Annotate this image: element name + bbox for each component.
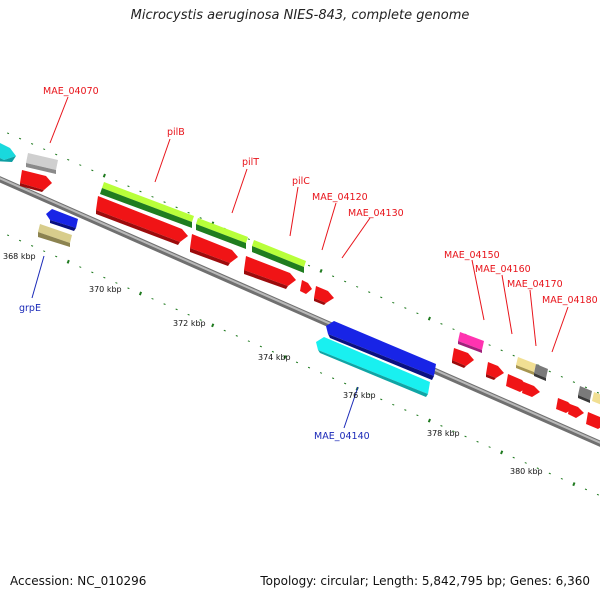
tick-label-372: 372 kbp [173,319,206,328]
gene-feature-blue-reverse[interactable] [326,321,436,380]
gene-label-mae-04180[interactable]: MAE_04180 [542,295,598,306]
gene-feature-grpE[interactable] [46,209,78,231]
gene-feature-mae-04150[interactable] [458,332,484,353]
major-tick [572,482,576,487]
gene-label-mae-04170[interactable]: MAE_04170 [507,279,563,290]
gene-features[interactable] [0,140,600,429]
gene-labels: MAE_04070 pilB pilT pilC MAE_04120 MAE_0… [19,86,598,442]
label-leaders [31,96,569,429]
gene-feature-mae-04180[interactable] [556,398,600,429]
gene-feature-mae-04120[interactable] [300,280,312,294]
major-tick [211,323,215,328]
gene-label-mae-04130[interactable]: MAE_04130 [348,208,404,219]
major-tick [283,355,287,360]
major-tick [319,268,323,273]
gene-feature-pilT-band[interactable] [196,218,248,249]
map-title: Microcystis aeruginosa NIES-843, complet… [130,8,470,23]
tick-label-374: 374 kbp [258,353,291,362]
gene-feature-mae-04160[interactable] [486,362,504,380]
gene-feature-mae-04070[interactable] [20,170,52,192]
gene-feature-pilB[interactable] [96,196,188,245]
tick-label-370: 370 kbp [89,285,122,294]
major-tick [427,418,431,423]
major-tick [102,173,106,178]
gene-label-mae-04160[interactable]: MAE_04160 [475,264,531,275]
gene-label-grpE[interactable]: grpE [19,303,41,314]
gene-feature-pilC-band[interactable] [252,240,306,273]
gene-feature-mae-04130[interactable] [314,286,334,305]
gene-feature-pilB-band[interactable] [100,182,194,228]
gene-feature-pilT[interactable] [190,234,238,266]
gene-feature-mae-04180-grey[interactable] [578,386,600,405]
gene-label-pilT[interactable]: pilT [242,157,259,168]
tick-label-368: 368 kbp [3,252,36,261]
gene-feature-cyan-left[interactable] [0,140,16,162]
major-tick [427,316,431,321]
major-tick [138,291,143,296]
major-tick [66,259,70,264]
gene-feature-silver[interactable] [26,153,58,174]
gene-label-pilC[interactable]: pilC [292,176,310,187]
gene-feature-mae-04170[interactable] [516,357,548,381]
gene-feature-mae-04150-red[interactable] [452,348,474,368]
gene-feature-khaki[interactable] [38,224,72,247]
tick-label-378: 378 kbp [427,429,460,438]
backbone [0,176,600,447]
gene-label-mae-04150[interactable]: MAE_04150 [444,250,500,261]
major-tick [500,450,504,455]
gene-label-mae-04070[interactable]: MAE_04070 [43,86,99,97]
gene-label-mae-04140[interactable]: MAE_04140 [314,431,370,442]
gene-feature-pilC[interactable] [244,256,296,289]
genome-summary-text: Topology: circular; Length: 5,842,795 bp… [260,574,590,588]
gene-label-pilB[interactable]: pilB [167,127,185,138]
gene-feature-mae-04170-red[interactable] [506,374,540,397]
gene-feature-mae-04140[interactable] [316,337,430,397]
tick-label-376: 376 kbp [343,391,376,400]
tick-label-380: 380 kbp [510,467,543,476]
gene-label-mae-04120[interactable]: MAE_04120 [312,192,368,203]
accession-text: Accession: NC_010296 [10,574,147,588]
tick-labels: 368 kbp 370 kbp 372 kbp 374 kbp 376 kbp … [3,252,543,476]
